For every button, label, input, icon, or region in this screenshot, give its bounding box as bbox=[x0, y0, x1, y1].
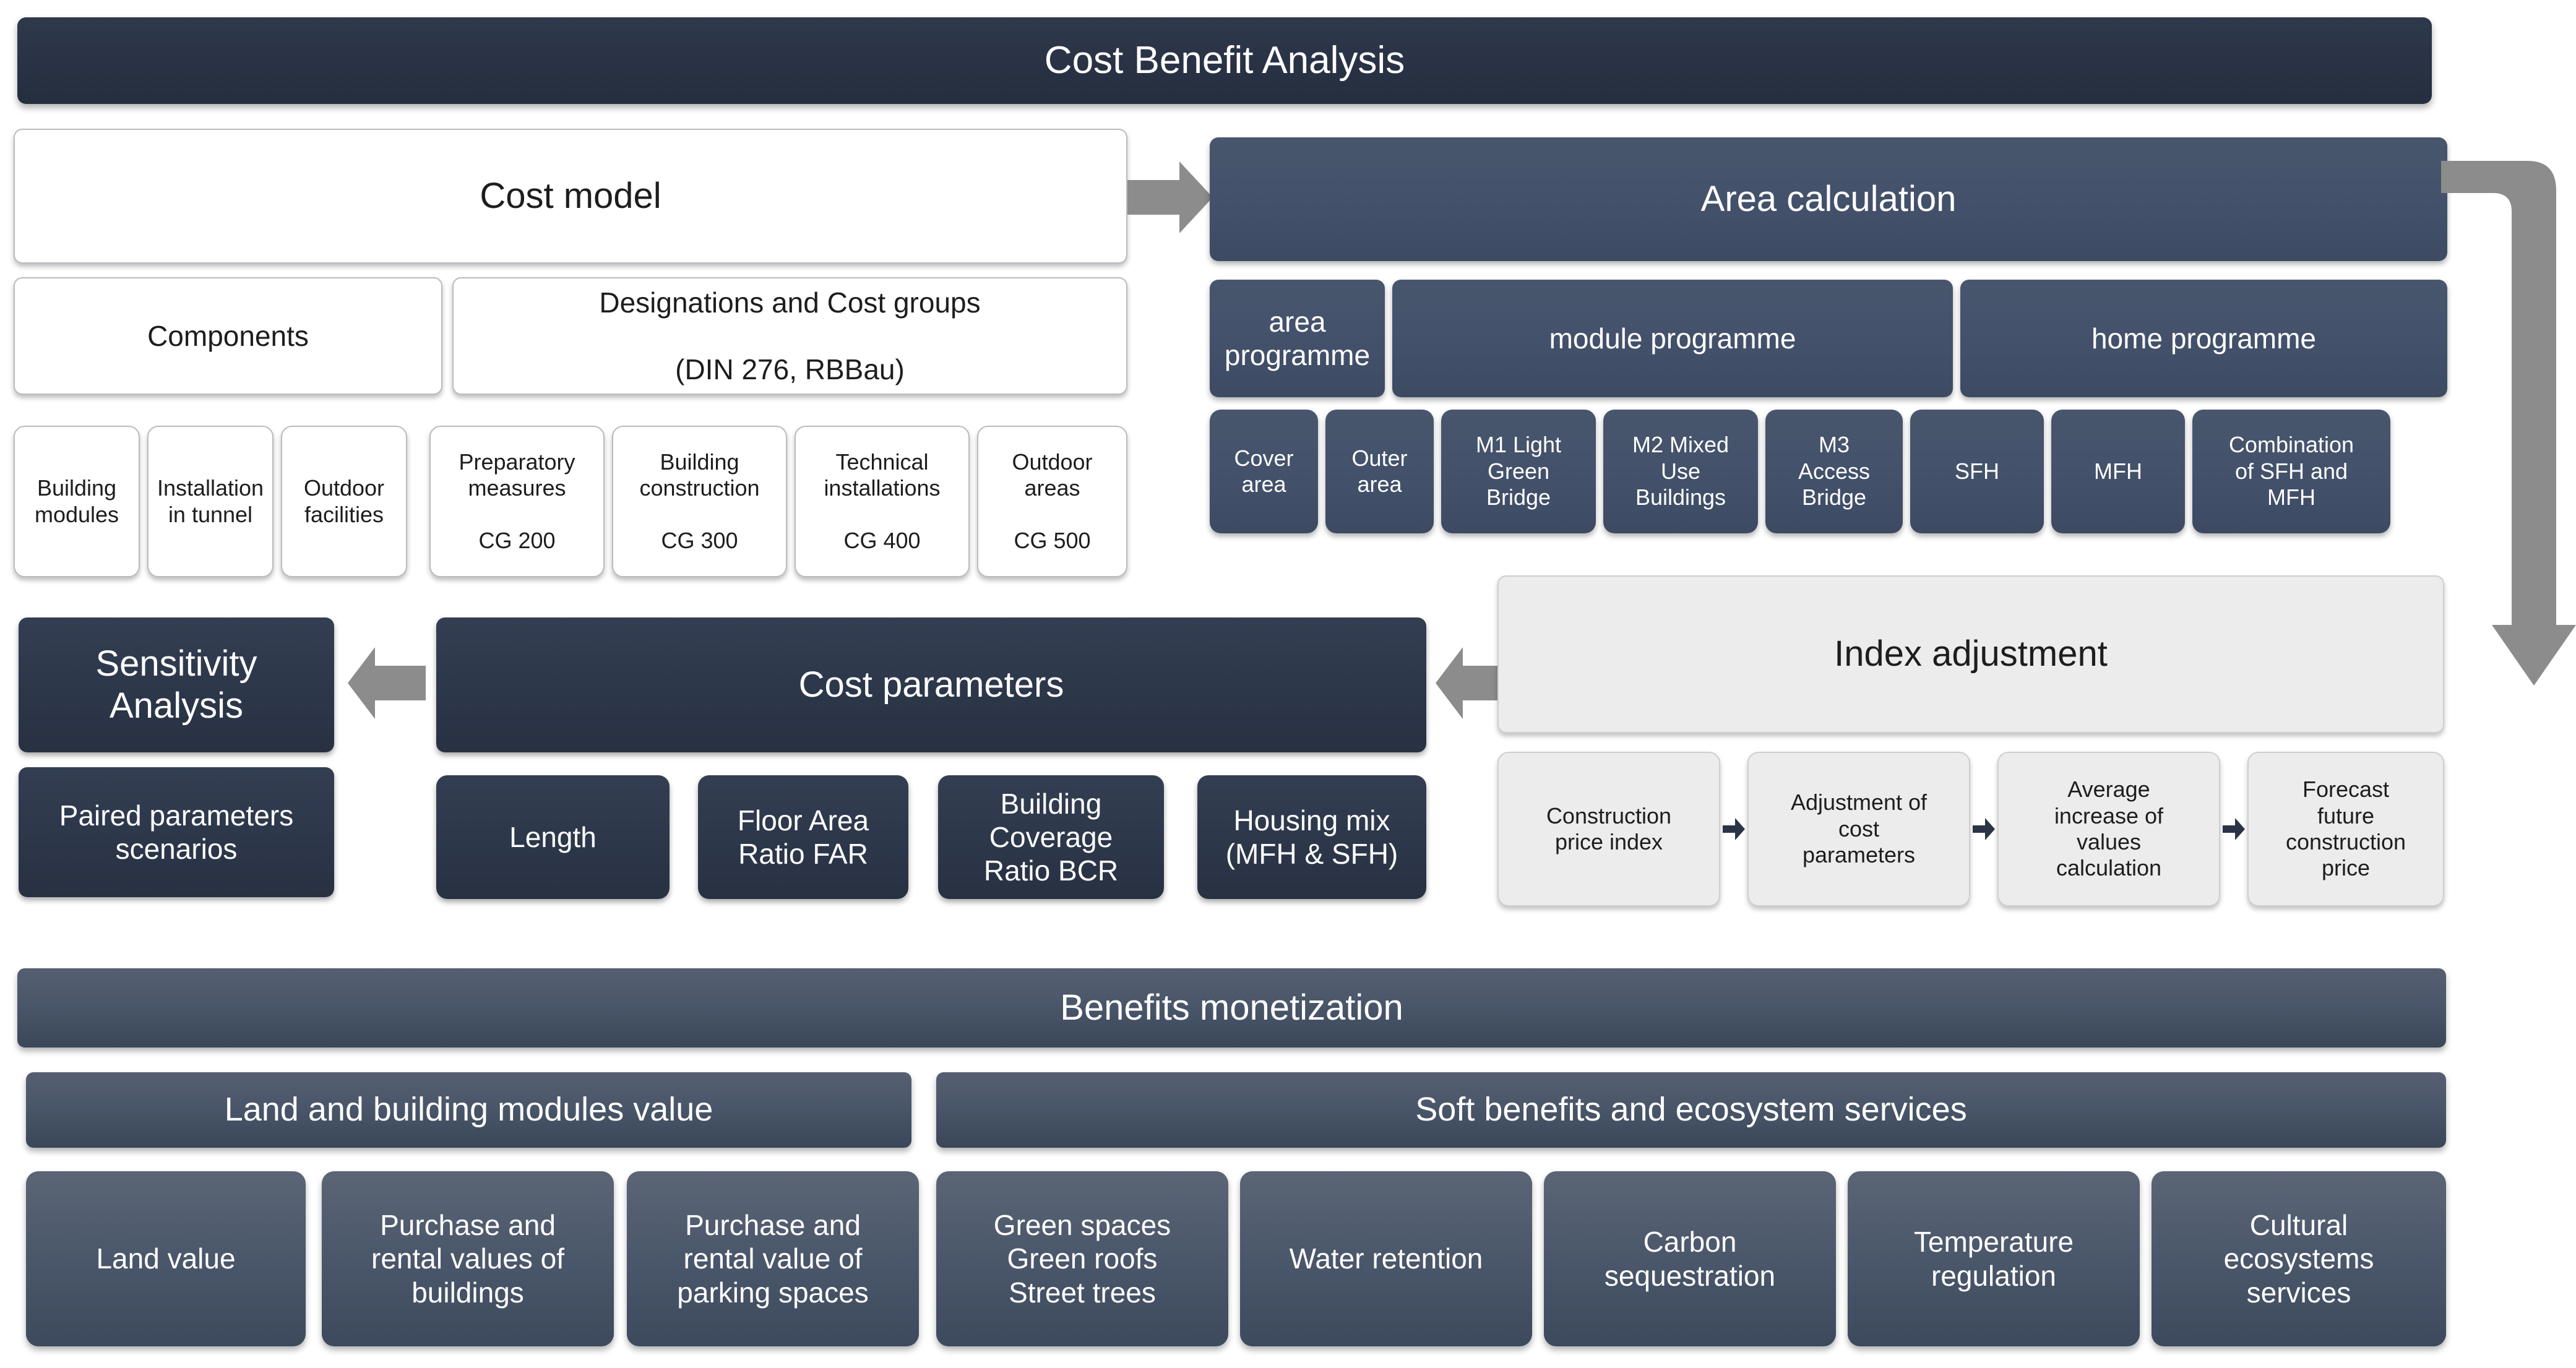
benefit-item-label: Purchase and rental value of parking spa… bbox=[677, 1209, 869, 1309]
benefit-item: Water retention bbox=[1240, 1171, 1532, 1346]
area-item: MFH bbox=[2051, 410, 2185, 533]
cost-parameter-label: Length bbox=[509, 820, 597, 853]
cost-model-group-label: Designations and Cost groups (DIN 276, R… bbox=[599, 286, 981, 386]
area-item: M3 Access Bridge bbox=[1765, 410, 1903, 533]
benefits-category-soft: Soft benefits and ecosystem services bbox=[936, 1072, 2446, 1148]
area-item: Combination of SFH and MFH bbox=[2192, 410, 2390, 533]
cost-model-cost-group-label: Building construction CG 300 bbox=[639, 449, 760, 553]
page-title: Cost Benefit Analysis bbox=[17, 17, 2432, 104]
arrow-index-step-3 bbox=[2223, 818, 2245, 840]
benefit-item-label: Land value bbox=[96, 1242, 236, 1275]
cost-parameter-item: Building Coverage Ratio BCR bbox=[938, 775, 1164, 899]
area-programme-box: area programme bbox=[1210, 280, 1385, 397]
area-item-label: M2 Mixed Use Buildings bbox=[1632, 432, 1730, 510]
area-item: Outer area bbox=[1325, 410, 1434, 533]
index-step-label: Forecast future construction price bbox=[2285, 776, 2406, 881]
arrow-index-to-cost-parameters bbox=[1436, 647, 1514, 719]
sensitivity-analysis-panel: Sensitivity Analysis bbox=[19, 617, 334, 752]
index-step-label: Average increase of values calculation bbox=[2054, 776, 2164, 881]
area-calculation-title: Area calculation bbox=[1700, 178, 1957, 219]
area-item-label: MFH bbox=[2094, 458, 2142, 484]
benefit-item: Temperature regulation bbox=[1848, 1171, 2140, 1346]
index-step: Construction price index bbox=[1497, 752, 1720, 906]
benefit-item: Purchase and rental values of buildings bbox=[322, 1171, 614, 1346]
area-item: SFH bbox=[1910, 410, 2044, 533]
benefit-item-label: Cultural ecosystems services bbox=[2223, 1209, 2374, 1309]
arrow-index-step-2 bbox=[1973, 818, 1995, 840]
area-item-label: Cover area bbox=[1234, 445, 1294, 497]
index-step-label: Adjustment of cost parameters bbox=[1790, 789, 1928, 868]
cost-model-component: Installation in tunnel bbox=[147, 426, 274, 577]
benefit-item-label: Purchase and rental values of buildings bbox=[371, 1209, 564, 1309]
cost-parameter-item: Floor Area Ratio FAR bbox=[698, 775, 908, 899]
cost-model-component: Building modules bbox=[14, 426, 140, 577]
cost-model-cost-group: Preparatory measures CG 200 bbox=[429, 426, 605, 577]
cost-model-cost-group: Building construction CG 300 bbox=[612, 426, 787, 577]
home-programme-box: home programme bbox=[1960, 280, 2447, 397]
cost-model-component-label: Outdoor facilities bbox=[303, 475, 385, 527]
arrow-index-step-1 bbox=[1723, 818, 1745, 840]
benefit-item: Cultural ecosystems services bbox=[2152, 1171, 2446, 1346]
cost-model-cost-group: Outdoor areas CG 500 bbox=[977, 426, 1127, 577]
area-item-label: Combination of SFH and MFH bbox=[2228, 432, 2354, 510]
page-title-label: Cost Benefit Analysis bbox=[1044, 39, 1405, 82]
index-adjustment-title: Index adjustment bbox=[1834, 634, 2108, 674]
cost-model-cost-group-label: Outdoor areas CG 500 bbox=[1012, 449, 1093, 553]
benefit-item: Carbon sequestration bbox=[1544, 1171, 1836, 1346]
cost-parameters-panel: Cost parameters bbox=[436, 617, 1426, 752]
benefit-item-label: Temperature regulation bbox=[1913, 1226, 2074, 1292]
benefit-item: Purchase and rental value of parking spa… bbox=[627, 1171, 919, 1346]
cost-model-title: Cost model bbox=[480, 175, 661, 216]
area-item: M1 Light Green Bridge bbox=[1441, 410, 1596, 533]
paired-parameters-box: Paired parameters scenarios bbox=[19, 767, 334, 897]
cost-model-component-label: Building modules bbox=[34, 475, 119, 527]
index-step: Average increase of values calculation bbox=[1997, 752, 2220, 906]
benefits-category-label: Land and building modules value bbox=[224, 1091, 713, 1129]
cost-parameter-item: Housing mix (MFH & SFH) bbox=[1197, 775, 1426, 899]
cost-parameter-label: Housing mix (MFH & SFH) bbox=[1225, 804, 1398, 870]
index-step: Forecast future construction price bbox=[2247, 752, 2444, 906]
benefit-item: Land value bbox=[26, 1171, 306, 1346]
area-item: M2 Mixed Use Buildings bbox=[1603, 410, 1758, 533]
sensitivity-analysis-title: Sensitivity Analysis bbox=[95, 643, 257, 726]
benefit-item: Green spaces Green roofs Street trees bbox=[936, 1171, 1228, 1346]
index-step-label: Construction price index bbox=[1546, 802, 1672, 854]
cost-model-component: Outdoor facilities bbox=[281, 426, 407, 577]
home-programme-label: home programme bbox=[2091, 322, 2317, 355]
cost-model-group-label: Components bbox=[147, 319, 309, 352]
area-item-label: SFH bbox=[1955, 458, 1999, 484]
paired-parameters-label: Paired parameters scenarios bbox=[59, 799, 294, 865]
benefits-monetization-panel: Benefits monetization bbox=[17, 968, 2446, 1048]
area-item-label: M3 Access Bridge bbox=[1798, 432, 1871, 510]
cost-parameter-label: Building Coverage Ratio BCR bbox=[983, 787, 1119, 887]
cost-parameter-item: Length bbox=[436, 775, 670, 899]
arrow-cost-parameters-to-sensitivity bbox=[348, 647, 426, 719]
area-item: Cover area bbox=[1210, 410, 1318, 533]
area-calculation-panel: Area calculation bbox=[1210, 137, 2447, 261]
index-step: Adjustment of cost parameters bbox=[1747, 752, 1970, 906]
cost-model-cost-group-label: Technical installations CG 400 bbox=[824, 449, 941, 553]
module-programme-label: module programme bbox=[1549, 322, 1796, 355]
cost-model-component-label: Installation in tunnel bbox=[157, 475, 264, 527]
area-item-label: Outer area bbox=[1351, 445, 1408, 497]
benefits-category-label: Soft benefits and ecosystem services bbox=[1415, 1091, 1967, 1129]
arrow-area-to-index bbox=[2441, 161, 2576, 686]
cost-model-group-designations: Designations and Cost groups (DIN 276, R… bbox=[452, 277, 1127, 395]
index-adjustment-panel: Index adjustment bbox=[1497, 575, 2444, 733]
cost-model-cost-group: Technical installations CG 400 bbox=[795, 426, 970, 577]
cost-parameters-title: Cost parameters bbox=[798, 664, 1064, 705]
benefit-item-label: Green spaces Green roofs Street trees bbox=[993, 1209, 1171, 1309]
benefits-category-land: Land and building modules value bbox=[26, 1072, 911, 1148]
cost-model-panel: Cost model bbox=[14, 129, 1127, 264]
area-programme-label: area programme bbox=[1224, 305, 1371, 371]
benefits-monetization-title: Benefits monetization bbox=[1060, 987, 1403, 1028]
benefit-item-label: Water retention bbox=[1289, 1242, 1483, 1275]
arrow-cost-model-to-area bbox=[1127, 161, 1213, 233]
cost-model-cost-group-label: Preparatory measures CG 200 bbox=[459, 449, 575, 553]
cost-parameter-label: Floor Area Ratio FAR bbox=[737, 804, 869, 870]
area-item-label: M1 Light Green Bridge bbox=[1475, 432, 1562, 510]
benefit-item-label: Carbon sequestration bbox=[1604, 1226, 1776, 1292]
cost-model-group-components: Components bbox=[14, 277, 442, 395]
module-programme-box: module programme bbox=[1392, 280, 1953, 397]
